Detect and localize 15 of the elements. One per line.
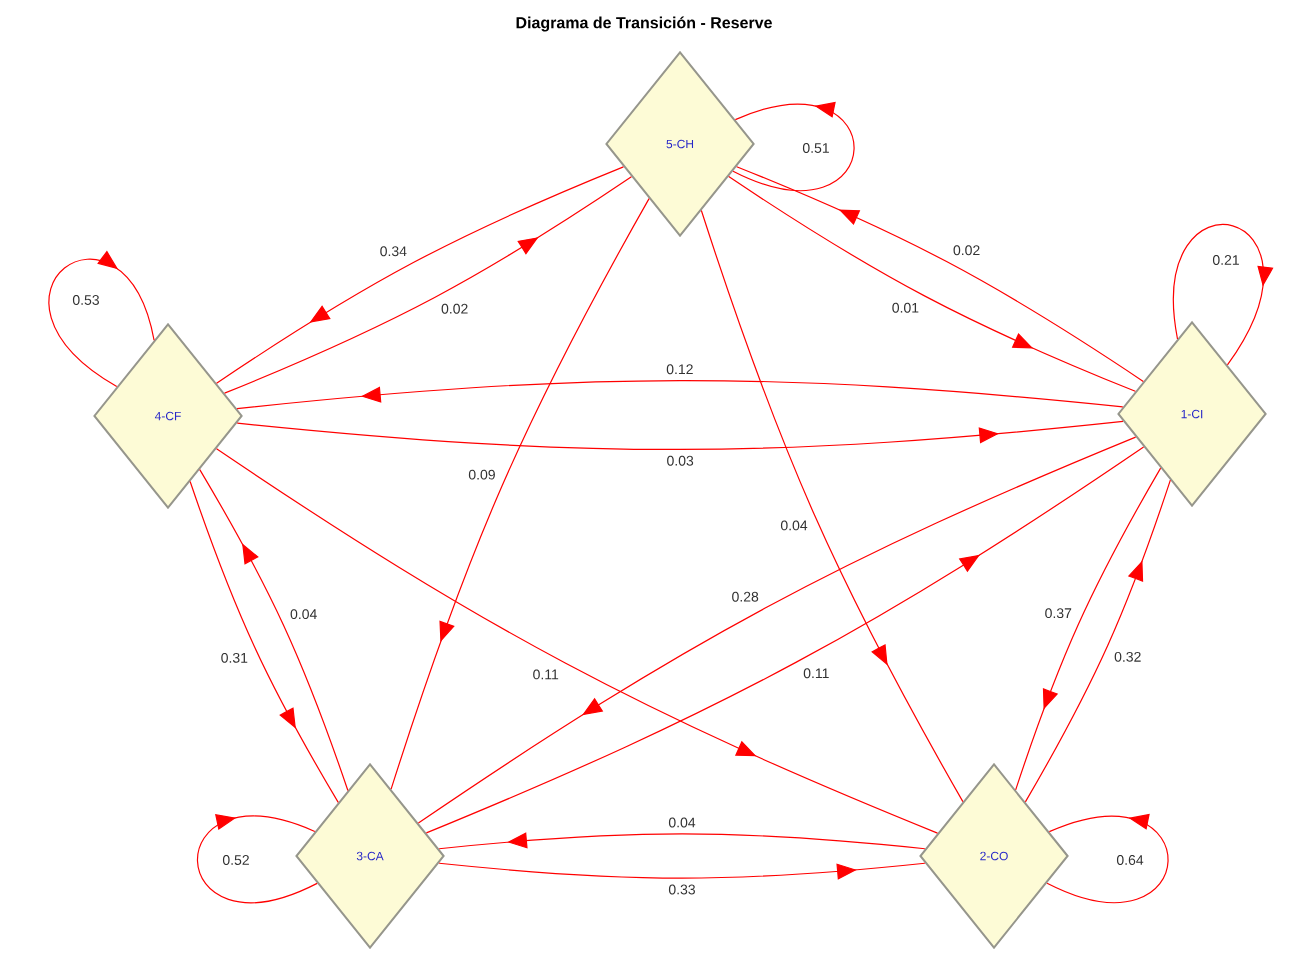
self-loop-arrow [48,250,155,388]
arrow [700,209,964,803]
arrow [189,480,339,803]
arrow [236,379,1124,410]
title: Diagrama de Transición - Reserve [516,16,772,32]
arrow [438,832,926,850]
arrow [1024,479,1171,803]
arrow [236,420,1124,451]
arrow [215,448,939,834]
self-loop-arrow [1172,224,1274,366]
arrow [1015,467,1162,791]
arrow [199,469,349,792]
self-loop-arrow [196,813,318,904]
arrow [390,198,650,790]
arrow [438,862,926,880]
